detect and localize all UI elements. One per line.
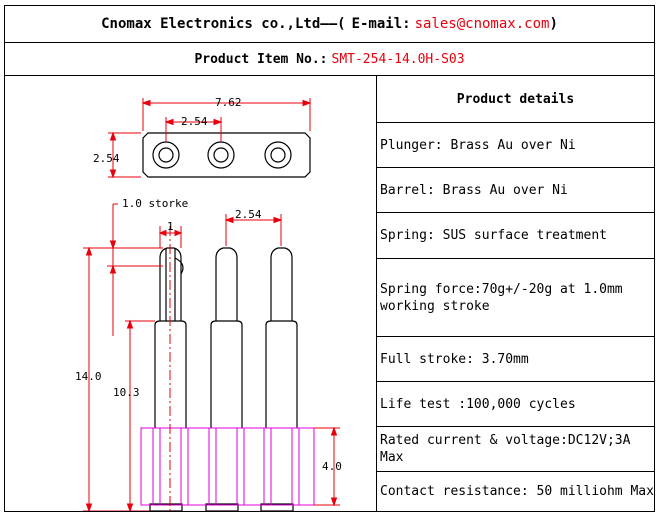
housing-block [140, 427, 315, 506]
spec-sheet: Cnomax Electronics co.,Ltd——( E-mail: sa… [4, 5, 655, 513]
header-close: ) [549, 16, 558, 32]
top-view [142, 132, 311, 178]
detail-spring-force: Spring force:70g+/-20g at 1.0mm working … [377, 259, 654, 337]
product-details-table: Product details Plunger: Brass Au over N… [377, 76, 654, 511]
detail-plunger: Plunger: Brass Au over Ni [377, 123, 654, 168]
dim-pitch-side: 2.54 [235, 208, 262, 221]
item-label: Product Item No.: [194, 51, 328, 67]
drawing-svg: 7.62 2.54 2.54 [75, 96, 342, 513]
top-dimensions [108, 98, 312, 179]
detail-barrel: Barrel: Brass Au over Ni [377, 168, 654, 213]
dim-width: 7.62 [215, 96, 242, 109]
email-link[interactable]: sales@cnomax.com [414, 16, 550, 32]
technical-drawing: 7.62 2.54 2.54 [5, 76, 377, 513]
header-row: Cnomax Electronics co.,Ltd——( E-mail: sa… [5, 6, 654, 43]
item-number: SMT-254-14.0H-S03 [331, 51, 465, 67]
detail-rated-current: Rated current & voltage:DC12V;3A Max [377, 427, 654, 472]
company-name: Cnomax Electronics co.,Ltd——( [101, 16, 346, 32]
detail-spring: Spring: SUS surface treatment [377, 213, 654, 259]
detail-life-test: Life test :100,000 cycles [377, 382, 654, 427]
email-label: E-mail: [351, 16, 411, 32]
detail-contact-resistance: Contact resistance: 50 milliohm Max [380, 484, 654, 499]
dim-pitch-top: 2.54 [181, 115, 208, 128]
dim-height-top: 2.54 [93, 152, 120, 165]
dim-tip: 1 [167, 220, 174, 233]
dim-total-height: 14.0 [75, 370, 102, 383]
detail-full-stroke: Full stroke: 3.70mm [377, 337, 654, 382]
side-view [149, 247, 298, 512]
details-title: Product details [377, 76, 654, 123]
stroke-label: 1.0 storke [122, 197, 188, 210]
product-item-row: Product Item No.: SMT-254-14.0H-S03 [5, 43, 654, 76]
dim-barrel-height: 10.3 [113, 386, 140, 399]
dim-base-height: 4.0 [322, 460, 342, 473]
